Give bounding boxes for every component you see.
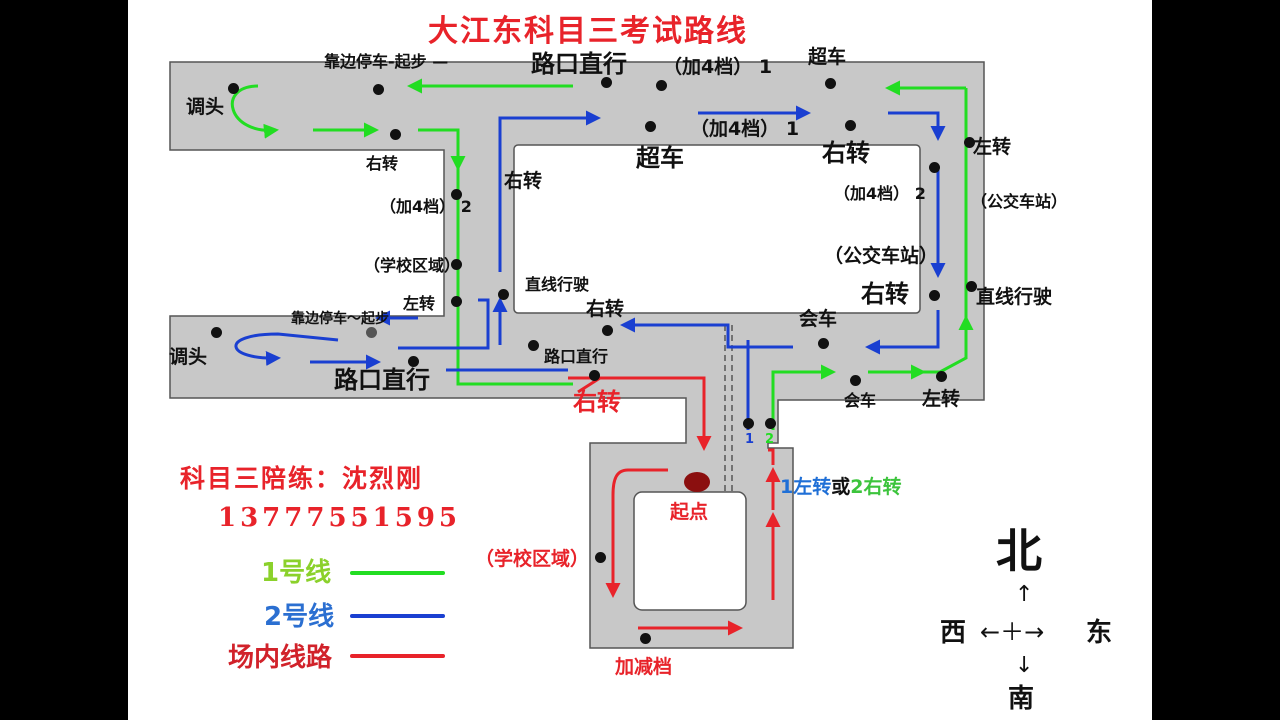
label-pullover-start-top: 靠边停车-起步 — bbox=[324, 52, 449, 71]
label-gear4-2-right: （加4档） 2 bbox=[834, 184, 926, 203]
legend-route-2-label: 2号线 bbox=[264, 602, 335, 632]
checkpoint-dot bbox=[498, 289, 509, 300]
label-bus-stop-mid: （公交车站） bbox=[824, 245, 939, 267]
compass-east: 东 bbox=[1086, 618, 1113, 648]
checkpoint-dot bbox=[929, 290, 940, 301]
lane-marker-1: 1 bbox=[745, 432, 755, 447]
label-gear4-2-left: （加4档） 2 bbox=[380, 197, 472, 216]
compass-north: 北 bbox=[996, 524, 1042, 578]
label-straight-drive-inner: 直线行驶 bbox=[525, 275, 590, 294]
turn-hint-2: 2右转 bbox=[850, 476, 902, 498]
label-right-turn-mid-right: 右转 bbox=[822, 139, 870, 167]
legend-route-1-line bbox=[350, 571, 445, 575]
coach-name: 科目三陪练：沈烈刚 bbox=[180, 464, 424, 493]
checkpoint-dot bbox=[964, 137, 975, 148]
checkpoint-dot bbox=[366, 327, 377, 338]
label-school-zone-left: （学校区域） bbox=[364, 256, 461, 275]
checkpoint-dot bbox=[211, 327, 222, 338]
inner-block-top bbox=[513, 144, 921, 314]
checkpoint-dot bbox=[936, 371, 947, 382]
label-right-turn-left-top: 右转 bbox=[366, 154, 399, 173]
checkpoint-dot bbox=[390, 129, 401, 140]
start-point-marker bbox=[684, 472, 710, 492]
checkpoint-dot bbox=[408, 356, 419, 367]
checkpoint-dot bbox=[966, 281, 977, 292]
turn-hint: 1左转或2右转 bbox=[780, 478, 901, 497]
compass-cross: ←＋→ bbox=[980, 618, 1045, 646]
inner-block-start bbox=[633, 491, 747, 611]
label-intersection-straight-bottom: 路口直行 bbox=[334, 366, 430, 394]
label-left-turn-bottom: 左转 bbox=[922, 388, 961, 410]
checkpoint-dot bbox=[743, 418, 754, 429]
route-inner-red bbox=[568, 376, 781, 636]
label-school-zone-red: （学校区域） bbox=[475, 548, 590, 570]
page-title: 大江东科目三考试路线 bbox=[428, 14, 748, 49]
lane-divider bbox=[724, 325, 733, 495]
checkpoint-dot bbox=[818, 338, 829, 349]
checkpoint-dot bbox=[451, 259, 462, 270]
lane-marker-2: 2 bbox=[765, 432, 775, 447]
label-right-turn-inner-left: 右转 bbox=[504, 170, 543, 192]
checkpoint-dot bbox=[595, 552, 606, 563]
checkpoint-dot bbox=[850, 375, 861, 386]
checkpoint-dot bbox=[373, 84, 384, 95]
legend-route-1-label: 1号线 bbox=[261, 558, 332, 588]
turn-hint-or: 或 bbox=[831, 476, 851, 498]
label-bus-stop-right: （公交车站） bbox=[971, 192, 1068, 211]
label-straight-drive-right: 直线行驶 bbox=[976, 286, 1053, 308]
legend-route-2-line bbox=[350, 614, 445, 618]
label-start-point: 起点 bbox=[670, 501, 709, 523]
label-gear-change: 加减档 bbox=[615, 656, 673, 678]
checkpoint-dot bbox=[601, 77, 612, 88]
label-intersection-straight-small: 路口直行 bbox=[544, 347, 609, 366]
checkpoint-dot bbox=[228, 83, 239, 94]
checkpoint-dot bbox=[645, 121, 656, 132]
label-intersection-straight-top: 路口直行 bbox=[531, 50, 627, 78]
checkpoint-dot bbox=[602, 325, 613, 336]
legend-inner-route-label: 场内线路 bbox=[228, 643, 333, 673]
checkpoint-dot bbox=[640, 633, 651, 644]
checkpoint-dot bbox=[845, 120, 856, 131]
turn-hint-1: 1左转 bbox=[780, 476, 832, 498]
road-network bbox=[169, 61, 985, 649]
label-meet-car-small: 会车 bbox=[844, 391, 877, 410]
checkpoint-dot bbox=[656, 80, 667, 91]
label-left-turn-right: 左转 bbox=[973, 136, 1012, 158]
label-uturn-bottom: 调头 bbox=[169, 346, 208, 368]
checkpoint-dot bbox=[528, 340, 539, 351]
compass-down-arrow: ↓ bbox=[1015, 653, 1034, 678]
label-gear4-1-mid: （加4档） 1 bbox=[690, 118, 800, 140]
checkpoint-dot bbox=[765, 418, 776, 429]
label-uturn-top: 调头 bbox=[186, 96, 225, 118]
label-gear4-1-top: （加4档） 1 bbox=[663, 56, 773, 78]
label-left-turn-left: 左转 bbox=[403, 294, 436, 313]
label-right-turn-bottom-mid: 右转 bbox=[586, 298, 625, 320]
compass-up-arrow: ↑ bbox=[1015, 582, 1034, 607]
route-2-blue bbox=[234, 105, 946, 430]
compass-south: 南 bbox=[1008, 684, 1035, 714]
compass-west: 西 bbox=[940, 618, 967, 648]
legend-inner-route-line bbox=[350, 654, 445, 658]
coach-phone: 13777551595 bbox=[218, 503, 461, 533]
checkpoint-dot bbox=[589, 370, 600, 381]
checkpoint-dot bbox=[825, 78, 836, 89]
label-pullover-start-bottom: 靠边停车～起步 bbox=[291, 311, 389, 327]
label-right-turn-big-right: 右转 bbox=[861, 280, 909, 308]
checkpoint-dot bbox=[451, 189, 462, 200]
route-map-canvas: 大江东科目三考试路线 靠边停车-起步 — 路口直行 （加4档） 1 超车 调头 … bbox=[128, 0, 1152, 720]
checkpoint-dot bbox=[929, 162, 940, 173]
label-overtake-mid: 超车 bbox=[636, 144, 684, 172]
label-overtake-top: 超车 bbox=[808, 46, 847, 68]
label-meet-car-mid: 会车 bbox=[799, 308, 838, 330]
checkpoint-dot bbox=[451, 296, 462, 307]
label-right-turn-red: 右转 bbox=[573, 388, 621, 416]
